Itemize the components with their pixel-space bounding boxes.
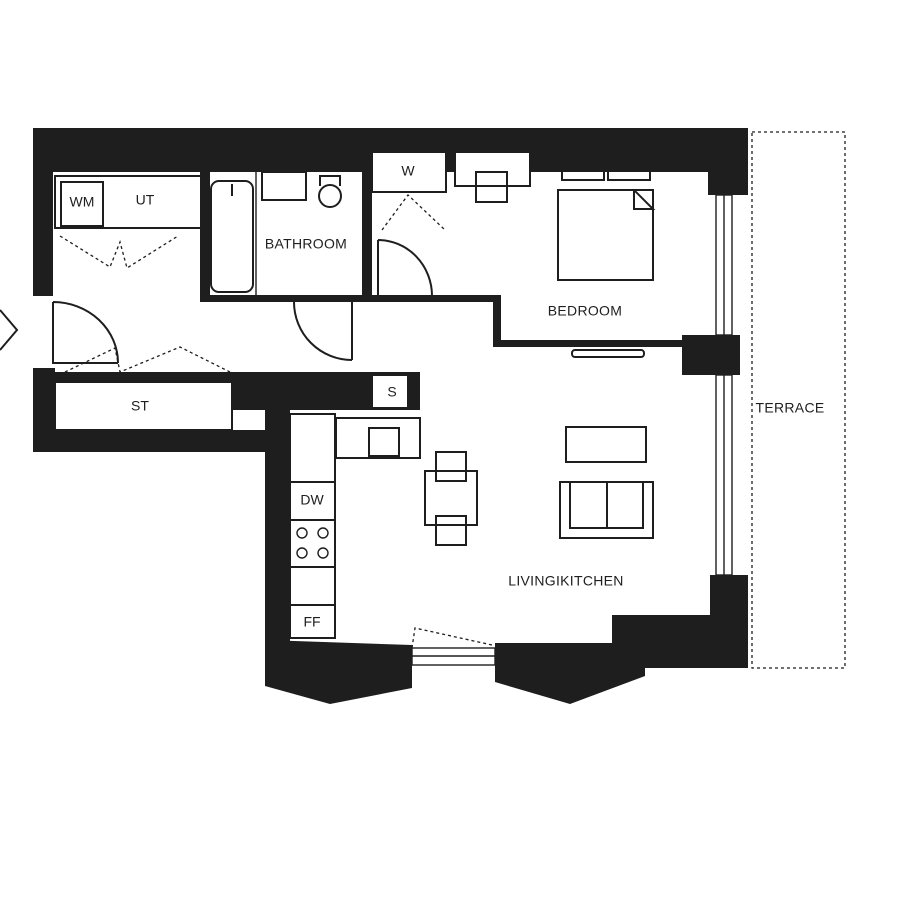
- washing-machine: [60, 181, 104, 227]
- storage-label: ST: [131, 398, 149, 414]
- wardrobe-door-swing: [381, 194, 446, 231]
- coffee-table: [565, 426, 647, 463]
- sink-icon: [261, 171, 307, 201]
- fridge-freezer-label: FF: [303, 614, 320, 630]
- store-cupboard[interactable]: [371, 374, 409, 409]
- entrance-arrow-icon[interactable]: [0, 309, 19, 351]
- chair-icon: [475, 171, 508, 203]
- sofa-icon: [559, 481, 654, 539]
- terrace-label: TERRACE: [756, 400, 825, 416]
- dining-table-icon: [424, 451, 478, 546]
- wardrobe-label: W: [401, 163, 415, 179]
- entrance-door-swing-icon[interactable]: [52, 301, 119, 364]
- dishwasher-label: DW: [300, 492, 324, 508]
- bathroom: BATHROOM: [210, 171, 347, 296]
- living-door-swing-icon[interactable]: [411, 627, 493, 649]
- toilet-icon: [318, 184, 342, 208]
- living-kitchen-label: LIVINGIKITCHEN: [508, 573, 623, 589]
- dresser: [454, 151, 531, 187]
- bed-icon: [557, 152, 656, 281]
- wardrobe[interactable]: [371, 151, 447, 193]
- radiator: [571, 349, 645, 358]
- hob-icon: [296, 527, 329, 559]
- windows: [411, 194, 733, 666]
- utility-door-swing: [59, 235, 179, 270]
- utility-label: UT: [136, 192, 155, 208]
- bathroom-door-swing-icon[interactable]: [293, 301, 353, 361]
- sink-icon: [368, 427, 400, 457]
- bedroom-label: BEDROOM: [548, 303, 622, 319]
- bathroom-label: BATHROOM: [265, 236, 347, 252]
- bedroom-door-swing-icon[interactable]: [377, 239, 433, 297]
- store-label: S: [387, 384, 396, 400]
- washing-machine-label: WM: [70, 194, 95, 210]
- storage-cupboard[interactable]: [54, 381, 233, 431]
- terrace-outline: [751, 131, 846, 669]
- storage-door-swing: [64, 346, 231, 373]
- kitchen-units: [289, 413, 421, 639]
- utility-cupboard[interactable]: [54, 175, 202, 229]
